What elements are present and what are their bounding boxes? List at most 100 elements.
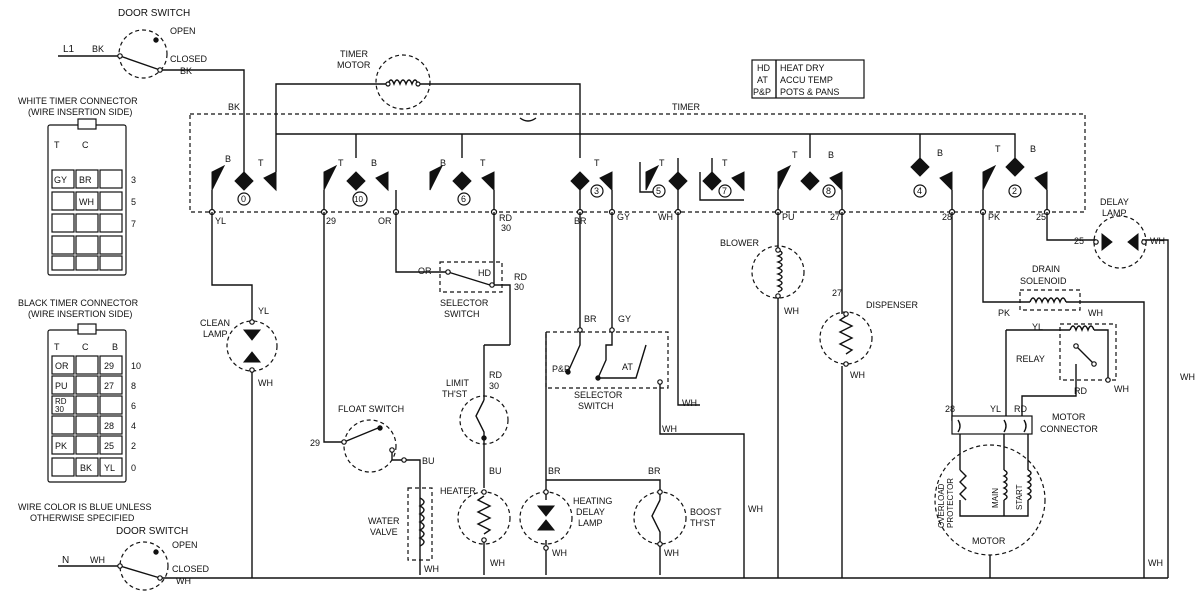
selector-pp-code: P&P	[552, 364, 570, 374]
door-switch-top-open: OPEN	[170, 26, 196, 36]
terminal-or: OR	[378, 216, 392, 226]
float-switch-label: FLOAT SWITCH	[338, 404, 404, 414]
door-switch-top-title: DOOR SWITCH	[118, 8, 190, 19]
terminal-25: 25	[1036, 212, 1046, 222]
selector-at-code: AT	[622, 362, 633, 372]
white-connector-title-2: (WIRE INSERTION SIDE)	[28, 107, 132, 117]
white-connector-header-c: C	[82, 140, 89, 150]
black-row-2: 2	[131, 441, 136, 451]
delay-lamp-wires	[1046, 212, 1169, 578]
selector-hd-label-2: SWITCH	[444, 309, 480, 319]
heating-delay-br: BR	[548, 466, 561, 476]
timer-motor: TIMER MOTOR	[275, 49, 581, 110]
limit-bu: BU	[489, 466, 502, 476]
black-cell-27: 27	[104, 381, 114, 391]
door-switch-top: DOOR SWITCH OPEN CLOSED L1 BK BK	[58, 8, 245, 108]
float-switch-29: 29	[310, 438, 320, 448]
drain-wh: WH	[1088, 308, 1103, 318]
motor-overload-1: OVERLOAD	[937, 483, 946, 528]
legend-hd-desc: HEAT DRY	[780, 63, 825, 73]
limit-30: 30	[489, 381, 499, 391]
boost-label-1: BOOST	[690, 507, 722, 517]
selector-hd-rd: RD	[514, 272, 527, 282]
contact-7: T 7	[702, 158, 745, 198]
door-switch-bottom-open: OPEN	[172, 540, 198, 550]
clean-lamp-wh: WH	[258, 378, 273, 388]
door-switch-top-open-contact	[153, 37, 159, 43]
motor-connector: 28 YL RD MOTOR CONNECTOR	[945, 212, 1098, 435]
relay-label: RELAY	[1016, 354, 1045, 364]
dispenser-wh: WH	[850, 370, 865, 380]
white-cell-br: BR	[79, 175, 92, 185]
black-cell-29: 29	[104, 361, 114, 371]
black-cell-rd: RD	[55, 397, 67, 406]
svg-text:B: B	[225, 154, 231, 164]
line-n-label: N	[62, 555, 69, 566]
selector-hd-code: HD	[478, 268, 491, 278]
selector-pp-br: BR	[584, 314, 597, 324]
black-cell-bk: BK	[80, 463, 92, 473]
contact-label-2: 2	[1012, 186, 1017, 196]
legend-box	[751, 59, 865, 99]
timer-cam-link	[519, 117, 537, 122]
blower-wh: WH	[784, 306, 799, 316]
svg-text:T: T	[594, 158, 600, 168]
contact-4: B 4	[910, 148, 953, 198]
white-connector-title-1: WHITE TIMER CONNECTOR	[18, 96, 138, 106]
door-switch-top-bk-in: BK	[92, 44, 104, 54]
contact-5: T 5	[645, 158, 688, 198]
svg-text:B: B	[440, 158, 446, 168]
black-connector-title-1: BLACK TIMER CONNECTOR	[18, 298, 139, 308]
clean-lamp-label-1: CLEAN	[200, 318, 230, 328]
door-switch-bottom-closed-contact	[157, 575, 163, 581]
black-cell-or: OR	[55, 361, 69, 371]
legend-at-code: AT	[757, 75, 768, 85]
timer-label: TIMER	[672, 102, 700, 112]
clean-lamp-label-2: LAMP	[203, 329, 228, 339]
terminal-wh: WH	[658, 212, 673, 222]
motor-conn-rd: RD	[1014, 404, 1027, 414]
water-valve: WATER VALVE WH	[368, 487, 439, 574]
timer-internal-links	[639, 158, 744, 201]
heater-label: HEATER	[440, 486, 476, 496]
timer-bus-wires	[243, 108, 1016, 172]
legend-pp-code: P&P	[753, 87, 771, 97]
door-switch-bottom-open-contact	[153, 549, 159, 555]
svg-text:T: T	[659, 158, 665, 168]
black-timer-connector: BLACK TIMER CONNECTOR (WIRE INSERTION SI…	[18, 298, 141, 483]
relay-wh: WH	[1114, 384, 1129, 394]
contact-label-0: 0	[241, 194, 246, 204]
blower: BLOWER WH	[720, 212, 805, 578]
heating-delay-label-3: LAMP	[578, 518, 603, 528]
contact-label-4: 4	[917, 186, 922, 196]
white-timer-connector: WHITE TIMER CONNECTOR (WIRE INSERTION SI…	[18, 96, 138, 276]
limit-label-2: TH'ST	[442, 389, 468, 399]
contact-3: T 3	[570, 158, 613, 198]
selector-pp-wh: WH	[682, 398, 697, 408]
terminal-pk: PK	[988, 212, 1000, 222]
delay-lamp-wh: WH	[1150, 236, 1165, 246]
wire-color-note-1: WIRE COLOR IS BLUE UNLESS	[18, 502, 152, 512]
terminal-28: 28	[942, 212, 952, 222]
black-row-8: 8	[131, 381, 136, 391]
door-switch-top-closed-contact	[157, 67, 163, 73]
timer-motor-label-2: MOTOR	[337, 60, 371, 70]
contact-label-8: 8	[826, 186, 831, 196]
white-row-7: 7	[131, 219, 136, 229]
blower-label: BLOWER	[720, 238, 760, 248]
door-switch-bottom-title: DOOR SWITCH	[116, 526, 188, 537]
terminal-27: 27	[830, 212, 840, 222]
white-row-3: 3	[131, 175, 136, 185]
black-connector-title-2: (WIRE INSERTION SIDE)	[28, 309, 132, 319]
black-connector-header-t: T	[54, 342, 60, 352]
heater-wh: WH	[490, 558, 505, 568]
timer-motor-circle	[375, 54, 431, 110]
black-cell-30: 30	[55, 405, 64, 414]
drain-label-1: DRAIN	[1032, 264, 1060, 274]
delay-lamp: DELAY LAMP 25 WH	[1046, 197, 1169, 578]
door-switch-bottom-wh-in: WH	[90, 555, 105, 565]
terminal-rd: RD	[499, 213, 512, 223]
